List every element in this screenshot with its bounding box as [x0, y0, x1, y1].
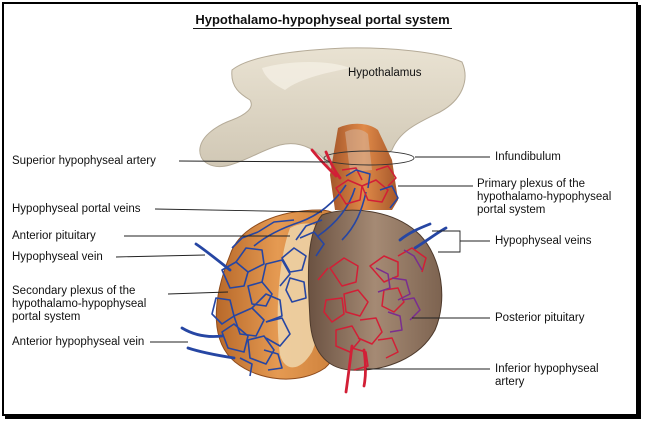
- label-hypophyseal-vein: Hypophyseal vein: [12, 251, 103, 263]
- arteries: [310, 148, 367, 394]
- red-capillary-network: [317, 165, 427, 371]
- diagram-title-text: Hypothalamo-hypophyseal portal system: [193, 12, 452, 29]
- label-superior-hypophyseal-artery: Superior hypophyseal artery: [12, 155, 156, 167]
- posterior-pituitary-shape: [307, 209, 443, 371]
- infundibulum-shape: [323, 123, 415, 210]
- label-inferior-hypophyseal-artery-line1: Inferior hypophyseal: [495, 363, 599, 375]
- hypothalamus-shape: [199, 47, 466, 176]
- label-secondary-plexus-line3: portal system: [12, 311, 81, 323]
- label-primary-plexus-line1: Primary plexus of the: [477, 178, 586, 190]
- label-posterior-pituitary: Posterior pituitary: [495, 312, 585, 324]
- label-hypophyseal-veins: Hypophyseal veins: [495, 235, 592, 247]
- leader-lines: [115, 156, 490, 370]
- label-anterior-hypophyseal-vein: Anterior hypophyseal vein: [12, 336, 145, 348]
- label-primary-plexus-line3: portal system: [477, 204, 546, 216]
- vein-exits: [180, 222, 448, 360]
- frame-border: [2, 2, 638, 416]
- label-anterior-pituitary: Anterior pituitary: [12, 230, 96, 242]
- label-secondary-plexus-line2: hypothalamo-hypophyseal: [12, 298, 147, 310]
- label-inferior-hypophyseal-artery-line2: artery: [495, 376, 525, 388]
- label-hypophyseal-portal-veins: Hypophyseal portal veins: [12, 203, 141, 215]
- label-primary-plexus-line2: hypothalamo-hypophyseal: [477, 191, 612, 203]
- label-hypothalamus: Hypothalamus: [348, 67, 422, 79]
- diagram-title: Hypothalamo-hypophyseal portal system: [0, 12, 645, 29]
- label-secondary-plexus-line1: Secondary plexus of the: [12, 285, 136, 297]
- blue-vein-network: [211, 184, 367, 377]
- label-infundibulum: Infundibulum: [495, 151, 561, 163]
